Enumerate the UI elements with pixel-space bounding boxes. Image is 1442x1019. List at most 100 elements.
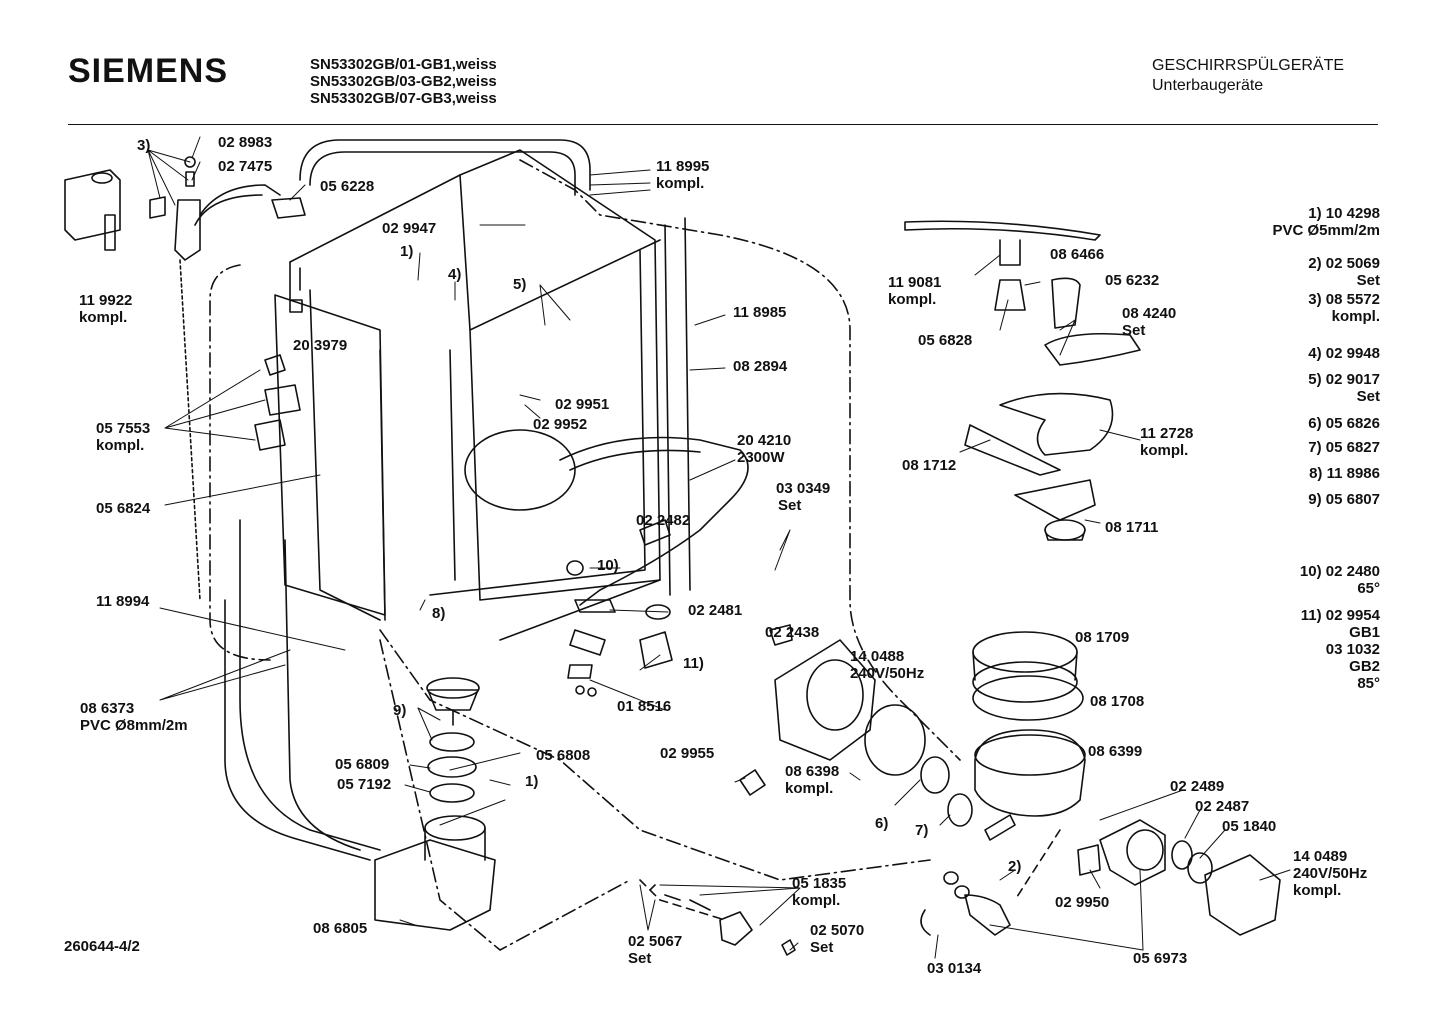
- callout-text: 05 6228: [320, 178, 375, 195]
- control-panel: [274, 294, 386, 616]
- callout-text: 02 9951: [555, 396, 610, 413]
- callout-text: 7): [915, 822, 929, 839]
- callout-text: 08 1708: [1090, 693, 1145, 710]
- callout-03-0134: 03 0134: [927, 960, 981, 977]
- callout-text: 02 5067: [628, 933, 683, 950]
- callout-4: 4): [448, 266, 461, 283]
- callout-text: 05 6824: [96, 500, 151, 517]
- callout-08-6466: 08 6466: [1050, 246, 1104, 263]
- spray-pipe: [299, 139, 591, 191]
- callout-text: 05 6808: [536, 747, 591, 764]
- callout-text: 05 6232: [1105, 272, 1160, 289]
- callout-text: 02 2482: [636, 512, 691, 529]
- callout-02-9952: 02 9952: [533, 416, 587, 433]
- callout-text: Set: [1122, 322, 1146, 339]
- callout-05-7192: 05 7192: [337, 776, 391, 793]
- callout-text: 05 6809: [335, 756, 390, 773]
- legend-item: 4) 02 9948: [1308, 345, 1380, 362]
- legend-text: 10) 02 2480: [1299, 563, 1380, 580]
- callout-05-6809: 05 6809: [335, 756, 389, 773]
- callout-text: 08 1711: [1105, 519, 1159, 536]
- callout-text: 14 0489: [1293, 848, 1348, 865]
- callout-text: 240V/50Hz: [1293, 865, 1368, 882]
- callout-text: 08 6398: [785, 763, 840, 780]
- legend-text: GB1: [1349, 624, 1380, 641]
- legend-text: Set: [1356, 272, 1380, 289]
- callout-02-2482: 02 2482: [636, 512, 690, 529]
- callout-20-3979: 20 3979: [293, 337, 347, 354]
- callout-text: 08 1709: [1075, 629, 1130, 646]
- callout-text: 02 2438: [765, 624, 820, 641]
- callout-text: 05 1840: [1222, 818, 1277, 835]
- callout-text: 9): [393, 702, 407, 719]
- coarse-filter: [999, 392, 1114, 456]
- callout-text: kompl.: [96, 437, 145, 454]
- callout-08-1711: 08 1711: [1105, 519, 1158, 536]
- callout-text: 11 8995: [656, 158, 710, 175]
- callout-08-6399: 08 6399: [1088, 743, 1142, 760]
- callout-text: 1): [525, 773, 539, 790]
- legend-item: 6) 05 6826: [1308, 415, 1380, 432]
- callout-1: 1): [400, 243, 413, 260]
- callout-text: 08 6399: [1088, 743, 1143, 760]
- callout-text: 08 6466: [1050, 246, 1105, 263]
- callout-text: 8): [432, 605, 446, 622]
- legend-item: 7) 05 6827: [1308, 439, 1380, 456]
- callout-text: 5): [513, 276, 527, 293]
- legend-text: PVC Ø5mm/2m: [1272, 222, 1380, 239]
- callout-02-7475: 02 7475: [218, 158, 272, 175]
- callout-08-1712: 08 1712: [902, 457, 956, 474]
- callout-text: 02 5070: [810, 922, 865, 939]
- callout-3: 3): [137, 137, 150, 154]
- callout-text: 05 1835: [792, 875, 847, 892]
- callout-08-1708: 08 1708: [1090, 693, 1144, 710]
- callout-text: 02 7475: [218, 158, 273, 175]
- callout-08-6805: 08 6805: [313, 920, 367, 937]
- callout-05-6808: 05 6808: [536, 747, 590, 764]
- callout-text: 14 0488: [850, 648, 905, 665]
- callout-text: 11 9922: [79, 292, 133, 309]
- legend-text: 3) 08 5572: [1308, 291, 1380, 308]
- callout-08-2894: 08 2894: [733, 358, 787, 375]
- callout-text: kompl.: [1140, 442, 1189, 459]
- lower-spray-arm: [904, 220, 1101, 241]
- callout-6: 6): [875, 815, 888, 832]
- callout-02-9955: 02 9955: [660, 745, 714, 762]
- callout-text: 08 6805: [313, 920, 368, 937]
- callout-text: kompl.: [79, 309, 128, 326]
- callout-text: 02 2489: [1170, 778, 1225, 795]
- legend-text: 65°: [1357, 580, 1380, 597]
- callout-05-1840: 05 1840: [1222, 818, 1276, 835]
- legend-text: 85°: [1357, 675, 1380, 692]
- callout-text: 02 2481: [688, 602, 743, 619]
- callout-text: 03 0134: [927, 960, 982, 977]
- callout-text: 2): [1008, 858, 1022, 875]
- callout-text: Set: [778, 497, 802, 514]
- callout-text: 03 0349: [776, 480, 831, 497]
- callout-text: 01 8516: [617, 698, 672, 715]
- drain-hose: [224, 599, 371, 861]
- callout-11-8985: 11 8985: [733, 304, 786, 321]
- legend-text: 6) 05 6826: [1308, 415, 1380, 432]
- legend-text: 2) 02 5069: [1308, 255, 1380, 272]
- callout-05-6232: 05 6232: [1105, 272, 1159, 289]
- callout-text: kompl.: [656, 175, 705, 192]
- category-block: GESCHIRRSPÜLGERÄTE Unterbaugeräte: [1152, 56, 1344, 96]
- legend-text: 5) 02 9017: [1308, 371, 1380, 388]
- model-line: SN53302GB/01-GB1,weiss: [310, 56, 497, 73]
- drain-pump: [1099, 819, 1166, 886]
- callout-11-8994: 11 8994: [96, 593, 149, 610]
- model-line: SN53302GB/07-GB3,weiss: [310, 90, 497, 107]
- header-divider: [68, 124, 1378, 125]
- callout-08-1709: 08 1709: [1075, 629, 1129, 646]
- callout-02-9951: 02 9951: [555, 396, 609, 413]
